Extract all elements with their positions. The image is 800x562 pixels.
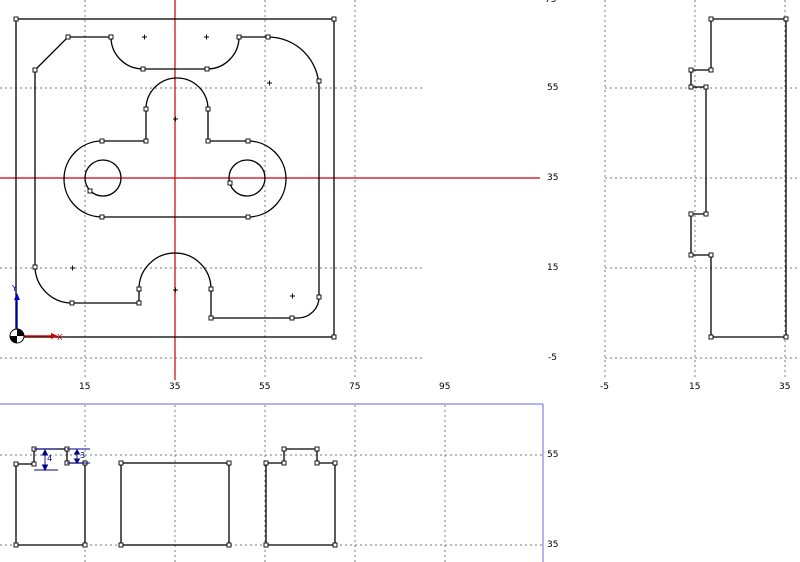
main-view-x-tick: 95 [439, 382, 451, 392]
main-view-x-tick: 15 [79, 382, 91, 392]
right-hole [228, 159, 266, 197]
dimension-label[interactable]: 3 [80, 451, 86, 460]
bottom-view-y-tick: 55 [547, 450, 559, 460]
main-view-x-tick: 35 [169, 382, 181, 392]
bottom-view-frame [0, 403, 544, 562]
y-axis-label: Y [12, 284, 17, 293]
main-view-y-tick-top-partial: 75 [545, 0, 557, 5]
main-view-x-tick: 75 [349, 382, 361, 392]
front-profile-center [120, 462, 230, 546]
bottom-view-y-tick: 35 [547, 540, 559, 550]
main-view-y-tick: 35 [547, 173, 559, 183]
axis-triad [9, 293, 58, 344]
side-view-x-tick: -5 [600, 382, 609, 392]
side-view-x-tick: 15 [689, 382, 701, 392]
center-pocket [63, 77, 287, 218]
left-hole [84, 159, 122, 197]
front-profile-right [265, 448, 336, 546]
main-view-x-tick: 55 [259, 382, 271, 392]
side-view-grid [604, 0, 800, 380]
bottom-view-grid [0, 405, 543, 562]
main-view-grid [0, 0, 425, 380]
x-axis-label: X [57, 333, 63, 342]
side-view-x-tick: 35 [779, 382, 791, 392]
side-view-control-points[interactable] [688, 16, 789, 340]
main-view-y-tick: 55 [547, 83, 559, 93]
bottom-view-dimensions[interactable] [34, 448, 90, 472]
dimension-label[interactable]: 4 [47, 454, 53, 463]
stock-outline [15, 18, 335, 338]
crosshair [0, 0, 540, 380]
main-view-center-marks [70, 34, 295, 299]
main-view-y-tick: 15 [547, 263, 559, 273]
main-view-y-tick: -5 [548, 353, 557, 363]
